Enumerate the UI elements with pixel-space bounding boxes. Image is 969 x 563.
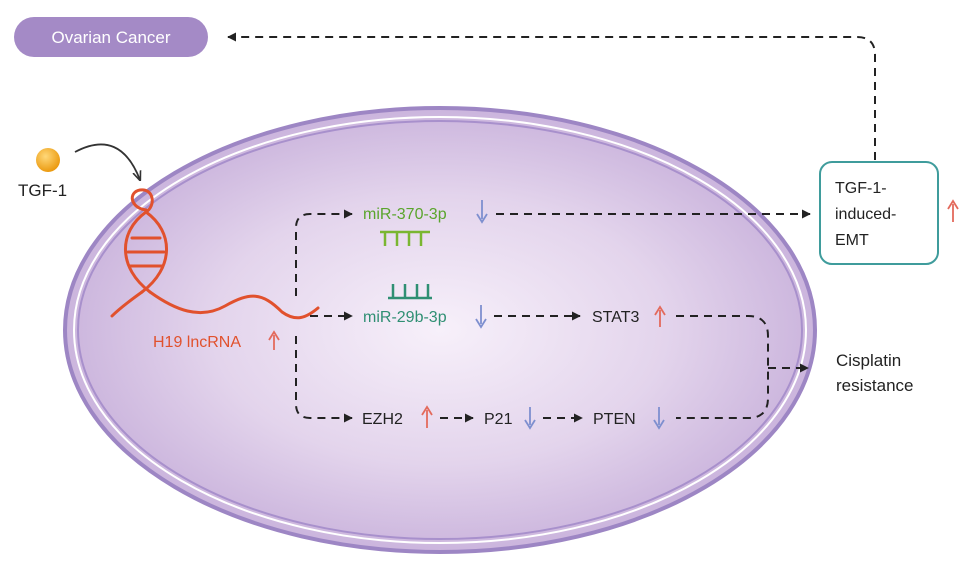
ezh2-up-arrow-icon [421,405,433,428]
emt-label-line3: EMT [835,232,869,249]
emt-label-line1: TGF-1- [835,180,887,197]
cell [63,106,817,554]
tgf1-label: TGF-1 [18,181,67,200]
h19-rna-icon [110,188,320,320]
emt-box [819,161,939,265]
stat3-node: STAT3 [592,305,666,327]
rna-tail-right [148,290,320,320]
rna-loop [130,188,154,214]
emt-to-ovarian-cancer-arrow [227,32,876,160]
h19-up-arrow-icon [268,330,280,350]
rna-strand-right [140,210,168,294]
mir29b-label: miR-29b-3p [363,309,447,326]
tgf1-node: TGF-1 [18,143,140,200]
pten-label: PTEN [593,411,636,428]
cisplatin-label-line1: Cisplatin [836,351,901,370]
ezh2-label: EZH2 [362,411,403,428]
ovarian-cancer-label: Ovarian Cancer [51,28,170,47]
mir370-down-arrow-icon [476,200,488,224]
branch-to-ezh2 [295,336,353,423]
mir370-node: miR-370-3p [363,200,488,246]
emt-label-line2: induced- [835,206,896,223]
mir370-label: miR-370-3p [363,206,447,223]
stat3-up-arrow-icon [654,305,666,327]
cisplatin-node: Cisplatin resistance [836,351,913,395]
mir370-binding-icon [380,230,430,246]
rna-tail-left [110,290,144,318]
h19-label: H19 lncRNA [153,334,241,351]
pten-node: PTEN [593,407,665,430]
h19-branch-connectors [295,209,353,423]
cell-membrane-inner-gap [73,116,807,544]
mir29b-binding-icon [388,284,432,300]
p21-down-arrow-icon [524,407,536,430]
p21-label: P21 [484,411,513,428]
mir29b-node: miR-29b-3p [363,284,487,329]
emt-up-arrow-icon [947,199,959,222]
branch-to-mir370 [295,209,353,296]
emt-node: TGF-1- induced- EMT [819,161,959,265]
cell-membrane-inner [77,120,803,540]
pten-down-arrow-icon [653,407,665,430]
cell-body [63,106,817,554]
ovarian-cancer-node: Ovarian Cancer [14,17,208,57]
cisplatin-label-line2: resistance [836,376,913,395]
mir29b-down-arrow-icon [475,305,487,329]
ezh2-node: EZH2 [362,405,433,428]
tgf1-ball-icon [36,148,60,172]
tgf1-entry-arrow [74,143,140,180]
rna-strand-left [124,210,152,294]
stat3-label: STAT3 [592,309,640,326]
p21-node: P21 [484,407,536,430]
ovarian-cancer-pill [14,17,208,57]
flow-connectors [227,32,876,423]
